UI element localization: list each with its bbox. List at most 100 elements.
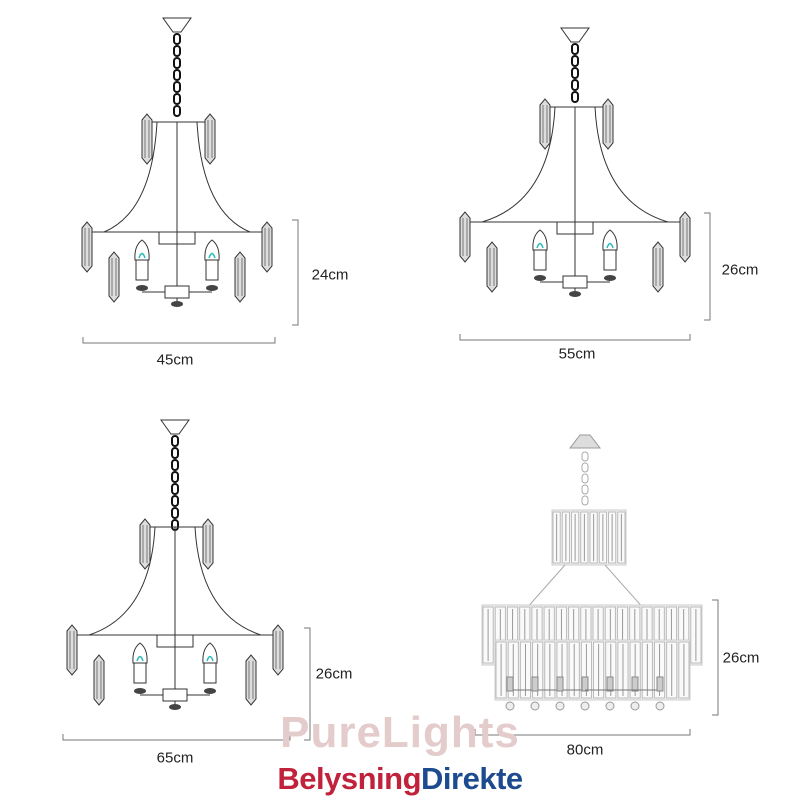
support-rod	[524, 564, 566, 611]
chain-link	[571, 79, 579, 91]
filament	[606, 242, 614, 249]
candle-holder	[506, 676, 514, 692]
finial	[534, 275, 546, 281]
dimension-lines-3	[62, 627, 311, 741]
finial	[169, 704, 181, 710]
crystal-icon	[93, 654, 105, 706]
arm-curve	[594, 106, 669, 223]
chandelier-drawing-3	[66, 419, 284, 710]
crystal-icon	[652, 241, 664, 293]
height-label-1: 24cm	[311, 266, 349, 284]
chain-link	[571, 91, 579, 103]
candle-sleeve	[133, 662, 147, 684]
chain-link	[173, 33, 181, 45]
crystal-icon	[261, 221, 273, 273]
arm-curve	[481, 106, 556, 223]
candle-sleeve	[205, 259, 219, 281]
chain-link	[581, 462, 589, 473]
candle-holder	[606, 676, 614, 692]
height-dimension-line	[304, 627, 311, 741]
bottom-hub	[164, 285, 190, 299]
chain-link	[173, 93, 181, 105]
height-label-3: 26cm	[315, 665, 353, 683]
chain-link	[171, 471, 179, 483]
bulb-icon	[602, 229, 618, 251]
bulb-icon	[532, 229, 548, 251]
support-rod	[604, 564, 646, 611]
crystal-icon	[272, 624, 284, 676]
canopy-icon	[560, 27, 590, 43]
width-dimension-line	[474, 729, 691, 736]
filament	[138, 252, 146, 259]
chandelier-drawing-1	[81, 17, 273, 307]
finial	[136, 285, 148, 291]
finial	[171, 301, 183, 307]
crystal-drop	[555, 701, 565, 711]
finial	[134, 688, 146, 694]
crystal-icon	[245, 654, 257, 706]
canopy-icon	[162, 17, 192, 33]
crystal-drop	[530, 701, 540, 711]
width-label-3: 65cm	[156, 749, 194, 767]
filament	[536, 242, 544, 249]
crystal-icon	[204, 113, 216, 165]
crystal-icon	[202, 518, 214, 570]
bulb-icon	[134, 239, 150, 261]
finial	[604, 275, 616, 281]
chain-link	[581, 495, 589, 506]
chain-link	[581, 451, 589, 462]
candle-sleeve	[203, 662, 217, 684]
height-dimension-line	[292, 219, 299, 326]
arm-curve	[88, 526, 156, 636]
canopy-icon	[568, 434, 602, 449]
crystal-chandelier-drawing	[481, 434, 703, 711]
crystal-icon	[139, 518, 151, 570]
bulb-icon	[204, 239, 220, 261]
finial	[569, 291, 581, 297]
crystal-icon	[486, 241, 498, 293]
width-label-4: 80cm	[566, 741, 604, 759]
chain-link	[171, 435, 179, 447]
filament	[208, 252, 216, 259]
width-dimension-line	[82, 337, 276, 344]
arm-curve	[194, 526, 262, 636]
crystal-icon	[602, 98, 614, 150]
crystal-drop	[505, 701, 515, 711]
candle-sleeve	[135, 259, 149, 281]
candle-holder	[531, 676, 539, 692]
dimension-lines-2	[459, 212, 711, 341]
height-label-4: 26cm	[722, 649, 760, 667]
bulb-icon	[132, 642, 148, 664]
center-box	[556, 221, 594, 235]
chain-link	[581, 484, 589, 495]
height-dimension-line	[704, 212, 711, 321]
arm-curve	[196, 121, 251, 233]
chain-link	[171, 507, 179, 519]
width-label-2: 55cm	[558, 345, 596, 363]
canopy-icon	[160, 419, 190, 435]
finial	[206, 285, 218, 291]
center-box	[156, 634, 194, 648]
crystal-icon	[679, 211, 691, 263]
arm-curve	[103, 121, 158, 233]
candle-sleeve	[533, 249, 547, 271]
chain-link	[173, 57, 181, 69]
bottom-hub	[562, 275, 588, 289]
width-dimension-line	[459, 334, 691, 341]
chain-link	[571, 67, 579, 79]
chandelier-drawing-2	[459, 27, 691, 297]
crystal-icon	[459, 211, 471, 263]
logo-part1: Belysning	[277, 761, 422, 796]
center-box	[158, 231, 196, 245]
crystal-icon	[108, 251, 120, 303]
chain-link	[171, 447, 179, 459]
crystal-drop	[655, 701, 665, 711]
crystal-icon	[141, 113, 153, 165]
chain-link	[173, 81, 181, 93]
candle-holder	[631, 676, 639, 692]
candle-holder	[656, 676, 664, 692]
chain-link	[173, 105, 181, 117]
crystal-drop	[605, 701, 615, 711]
finial	[204, 688, 216, 694]
